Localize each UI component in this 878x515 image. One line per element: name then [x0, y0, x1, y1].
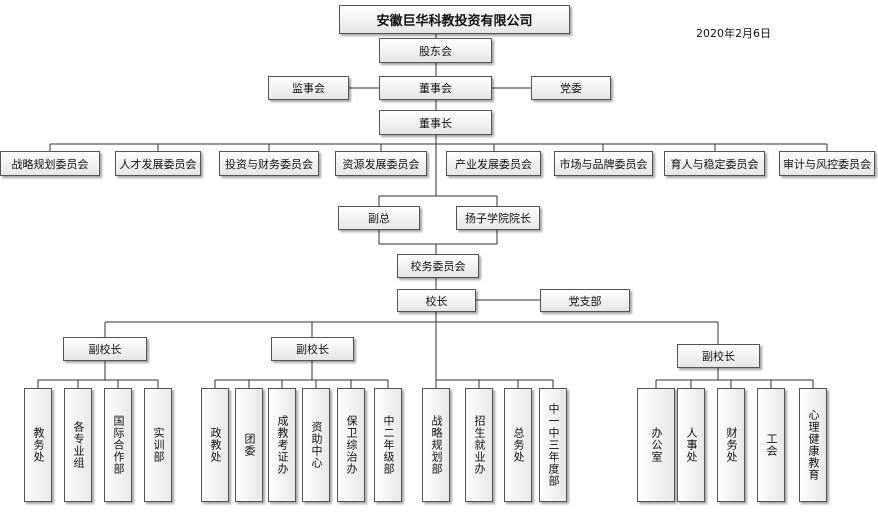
party-committee-box: 党委	[531, 76, 611, 100]
supervisory-board-box: 监事会	[268, 76, 349, 100]
dept-box: 财务处	[717, 388, 745, 502]
dept-box: 资助中心	[302, 388, 330, 502]
dept-box: 教务处	[24, 388, 52, 502]
dept-box: 中一中三年度部	[539, 388, 567, 502]
chairman-box: 董事长	[379, 110, 492, 135]
dept-box: 各专业组	[64, 388, 92, 502]
yangzi-college-dean-box: 扬子学院院长	[456, 206, 540, 230]
dept-box: 中二年级部	[374, 388, 402, 502]
dept-box: 实训部	[144, 388, 172, 502]
vice-principal-box: 副校长	[271, 337, 354, 361]
org-chart-date: 2020年2月6日	[696, 27, 771, 40]
committee-box: 育人与稳定委员会	[664, 151, 765, 176]
committee-box: 投资与财务委员会	[219, 151, 319, 176]
dept-box: 政教处	[201, 388, 229, 502]
dept-box: 心理健康教育	[799, 388, 827, 502]
board-of-directors-box: 董事会	[379, 76, 492, 100]
principal-box: 校长	[397, 289, 476, 312]
committee-box: 战略规划委员会	[0, 151, 100, 176]
dept-box: 保卫综治办	[337, 388, 365, 502]
committee-box: 人才发展委员会	[115, 151, 201, 176]
deputy-general-manager-box: 副总	[338, 206, 420, 230]
committee-box: 市场与品牌委员会	[554, 151, 653, 176]
dept-box: 招生就业办	[465, 388, 493, 502]
committee-box: 产业发展委员会	[446, 151, 541, 176]
school-affairs-committee-box: 校务委员会	[397, 254, 479, 278]
shareholders-meeting-box: 股东会	[379, 38, 492, 63]
company-name-box: 安徽巨华科教投资有限公司	[339, 5, 570, 34]
party-branch-box: 党支部	[540, 289, 630, 312]
vice-principal-box: 副校长	[63, 337, 147, 361]
dept-box: 团委	[235, 388, 263, 502]
dept-box: 人事处	[677, 388, 705, 502]
dept-box: 成教考证办	[268, 388, 296, 502]
dept-box: 总务处	[504, 388, 532, 502]
vice-principal-box: 副校长	[677, 344, 760, 368]
committee-box: 资源发展委员会	[335, 151, 427, 176]
dept-box: 办公室	[637, 388, 675, 502]
committee-box: 审计与风控委员会	[779, 151, 875, 176]
dept-box: 国际合作部	[104, 388, 132, 502]
dept-box: 战略规划部	[422, 388, 450, 502]
dept-box: 工会	[757, 388, 785, 502]
